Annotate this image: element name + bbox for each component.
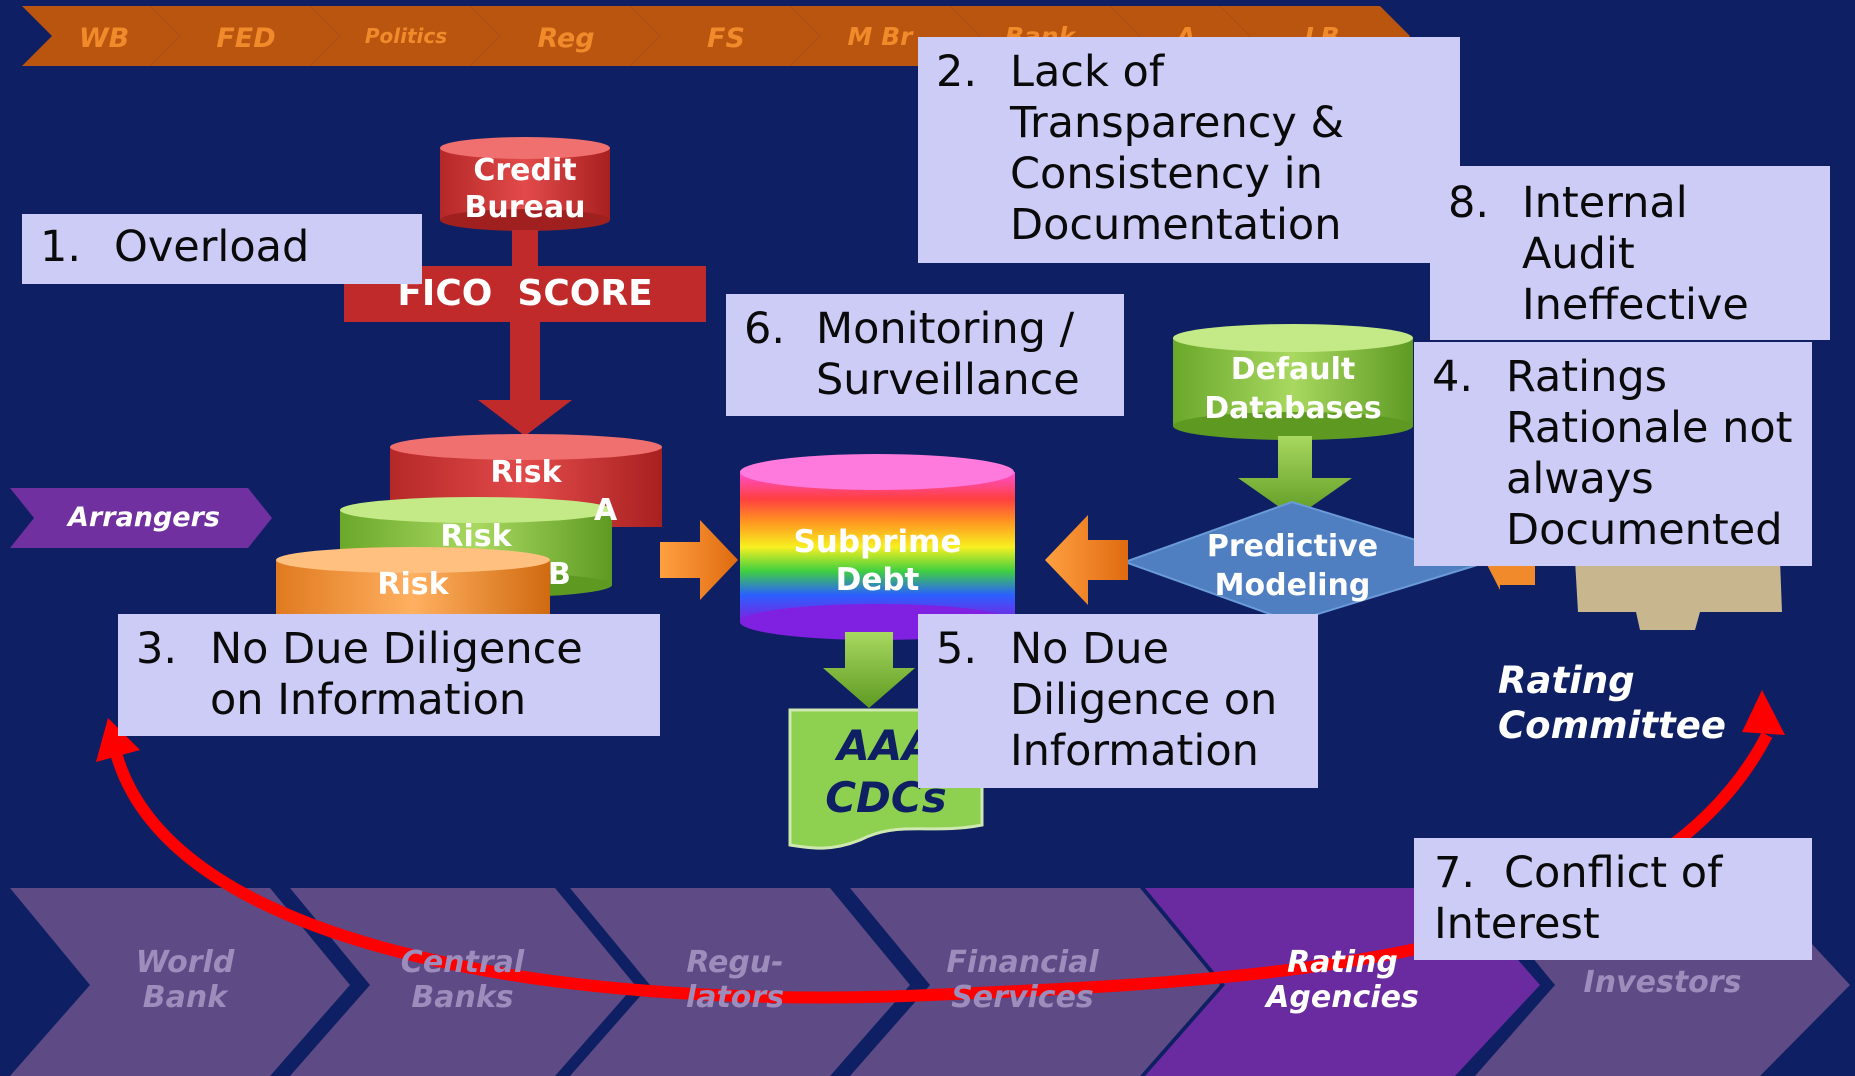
top-chevron-label: Reg	[537, 23, 594, 54]
callout-number: 5.	[936, 624, 978, 674]
top-chevron-label: M Br	[848, 22, 915, 51]
default-databases-cylinder	[1173, 324, 1413, 440]
callout-number: 3.	[136, 624, 178, 674]
callout-number: 8.	[1448, 178, 1490, 228]
callout-number: 4.	[1432, 352, 1474, 402]
top-chevron-reg[interactable]	[470, 6, 660, 66]
risk-cylinder-c	[276, 547, 550, 620]
model-to-subprime-arrow	[1045, 515, 1128, 605]
bottom-chevron-financial-services[interactable]	[850, 888, 1220, 1076]
callout-5-due-diligence: 5. No Due Diligence on Information	[918, 614, 1318, 788]
subprime-debt-label: Subprime Debt	[793, 524, 962, 598]
rating-committee-table	[1575, 560, 1782, 630]
risk-b-suffix: B	[548, 557, 571, 592]
bottom-chevron-regulators[interactable]	[570, 888, 910, 1076]
callout-number: 7.	[1434, 848, 1476, 898]
risk-b-label: Risk	[440, 519, 512, 554]
callout-1-overload: 1. Overload	[22, 214, 422, 284]
callout-3-due-diligence: 3. No Due Diligence on Information	[118, 614, 660, 736]
predictive-modeling-label: Predictive Modeling	[1206, 529, 1379, 603]
default-databases-label: Default Databases	[1204, 352, 1382, 426]
risk-to-subprime-arrow	[660, 520, 738, 600]
bottom-chevron-label: Central Banks	[400, 945, 525, 1015]
top-chevron-politics[interactable]	[310, 6, 500, 66]
top-chevron-fed[interactable]	[150, 6, 340, 66]
callout-text: Overload	[114, 222, 310, 272]
callout-number: 6.	[744, 304, 786, 354]
bottom-chevron-central-banks[interactable]	[290, 888, 635, 1076]
top-chevron-label: WB	[79, 23, 129, 54]
bottom-chevron-label: Financial Services	[946, 945, 1099, 1015]
top-chevron-label: FED	[216, 23, 275, 54]
conflict-arc-right-head	[1742, 690, 1785, 735]
callout-number: 2.	[936, 47, 978, 97]
arrangers-tag	[10, 488, 272, 548]
callout-text: Ratings Rationale not always Documented	[1506, 352, 1793, 555]
callout-text: No Due Diligence on Information	[210, 624, 583, 725]
credit-bureau-label: Credit Bureau	[464, 153, 586, 225]
callout-text: No Due Diligence on Information	[1010, 624, 1278, 776]
callout-text: Monitoring / Surveillance	[816, 304, 1080, 405]
bottom-chevron-label: Regu- lators	[685, 945, 785, 1015]
callout-text: Conflict of Interest	[1434, 848, 1723, 949]
arrangers-label[interactable]: Arrangers	[68, 502, 220, 533]
callout-4-ratings-rationale: 4. Ratings Rationale not always Document…	[1414, 342, 1812, 566]
callout-text: Internal Audit Ineffective	[1522, 178, 1749, 330]
rating-committee-label: Rating Committee	[1498, 659, 1726, 747]
callout-text: Lack of Transparency & Consistency in Do…	[1010, 47, 1345, 250]
risk-c-label: Risk	[377, 567, 449, 602]
top-chevron-label: Politics	[365, 24, 447, 48]
subprime-to-cdcs-arrow	[823, 632, 915, 708]
bottom-chevron-label: Investors	[1583, 965, 1742, 1000]
subprime-debt-cylinder	[740, 454, 1015, 640]
top-chevron-fs[interactable]	[630, 6, 820, 66]
callout-number: 1.	[40, 222, 82, 272]
top-chevron-label: FS	[707, 23, 745, 54]
callout-6-monitoring: 6. Monitoring / Surveillance	[726, 294, 1124, 416]
credit-to-fico-connector	[512, 230, 538, 270]
bottom-chevron-label: Rating Agencies	[1266, 945, 1419, 1015]
risk-a-suffix: A	[594, 493, 618, 528]
callout-8-internal-audit: 8. Internal Audit Ineffective	[1430, 166, 1830, 340]
bottom-chevron-world-bank[interactable]	[10, 888, 350, 1076]
risk-a-label: Risk	[490, 455, 562, 490]
fico-down-arrow	[478, 322, 572, 436]
databases-to-model-arrow	[1238, 436, 1352, 518]
conflict-arc-left-head	[96, 718, 140, 762]
callout-7-conflict: 7. Conflict of Interest	[1414, 838, 1812, 960]
credit-bureau-cylinder	[440, 137, 610, 231]
callout-2-transparency: 2. Lack of Transparency & Consistency in…	[918, 37, 1460, 263]
top-chevron-wb[interactable]	[22, 6, 180, 66]
bottom-chevron-label: World Bank	[135, 945, 235, 1015]
